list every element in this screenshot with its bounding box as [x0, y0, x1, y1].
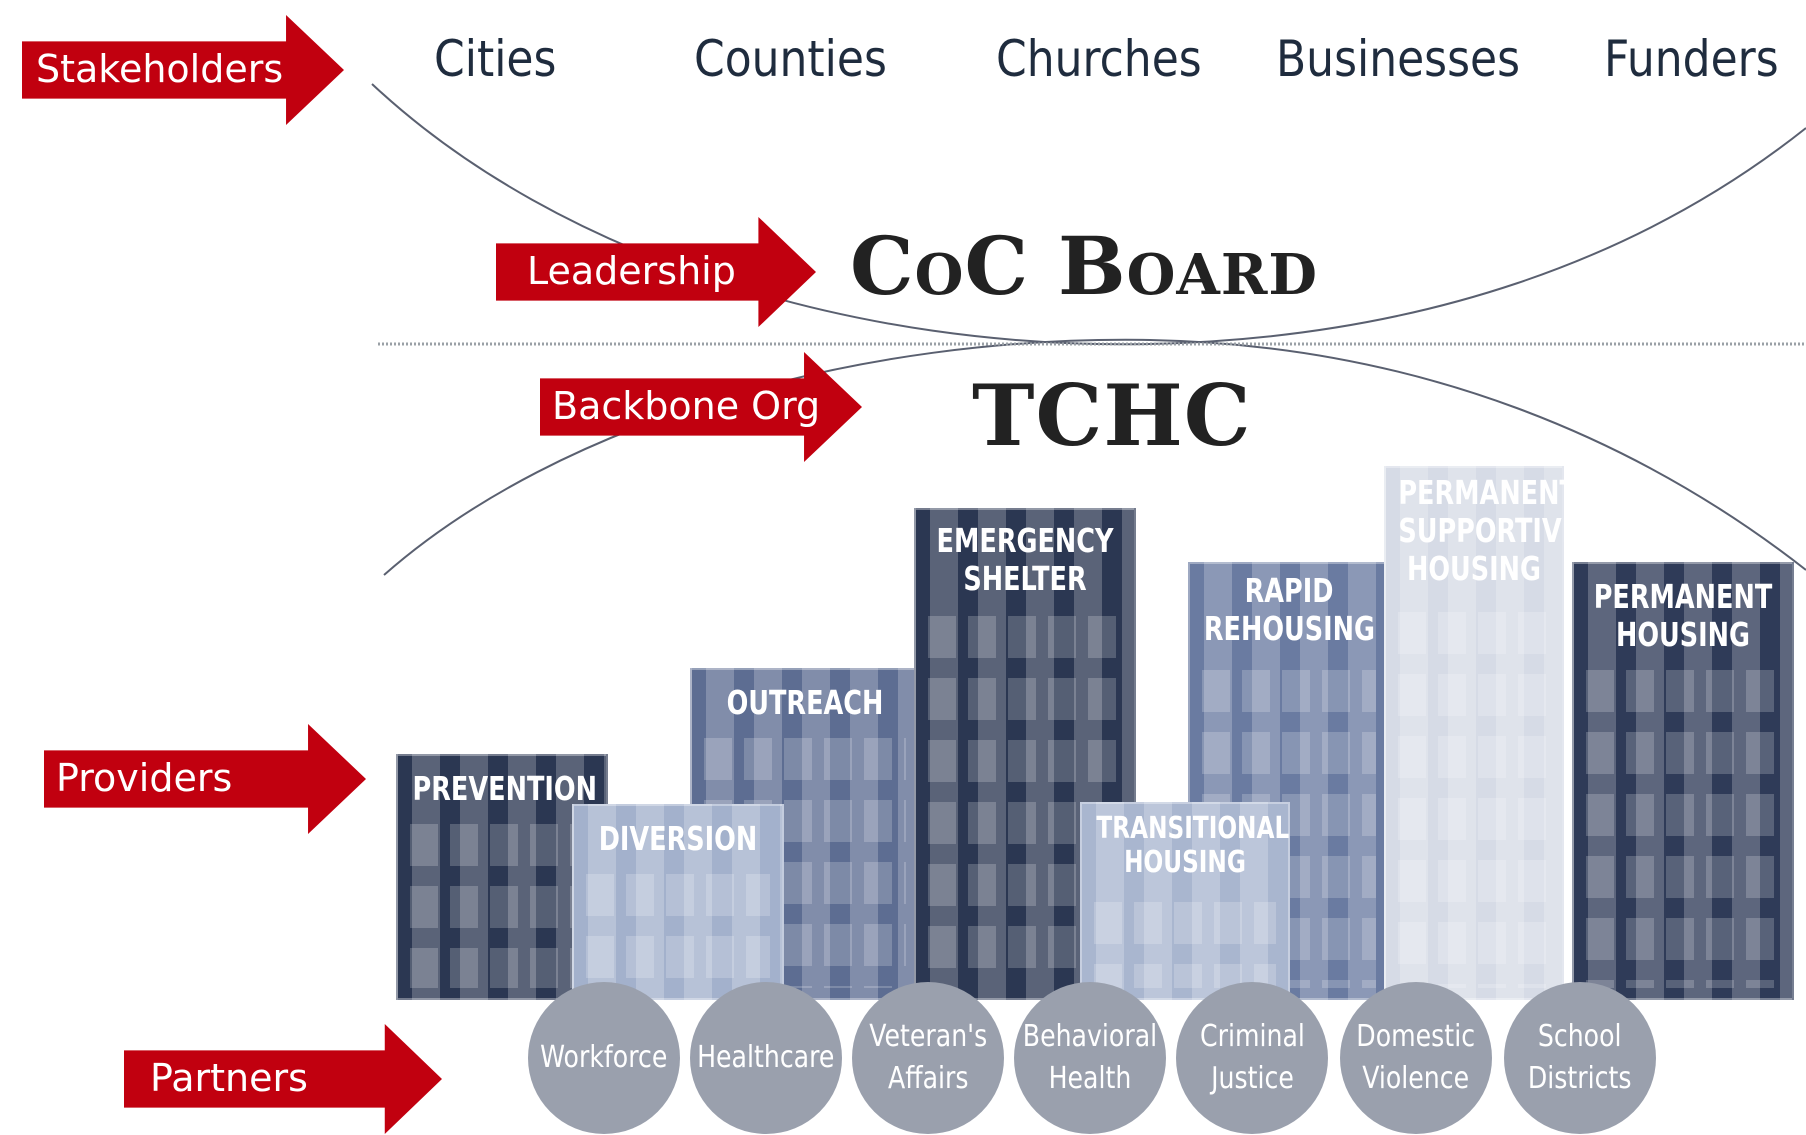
- building-permanent-housing: PERMANENT HOUSING: [1572, 562, 1794, 1000]
- permanent-housing-label: PERMANENT HOUSING: [1593, 577, 1773, 654]
- stakeholders-label: Stakeholders: [36, 47, 284, 91]
- building-prevention: PREVENTION: [396, 754, 608, 1000]
- diversion-label: DIVERSION: [598, 819, 758, 858]
- outreach-label: OUTREACH: [726, 683, 884, 722]
- building-windows: [1094, 902, 1276, 988]
- building-transitional-housing: TRANSITIONAL HOUSING: [1080, 802, 1290, 1000]
- leadership-label: Leadership: [527, 249, 736, 293]
- partner-criminal-justice: Criminal Justice: [1176, 982, 1328, 1134]
- partner-behavioral-health: Behavioral Health: [1014, 982, 1166, 1134]
- partners-label: Partners: [150, 1056, 308, 1100]
- building-windows: [586, 874, 770, 988]
- stakeholder-businesses: Businesses: [1276, 30, 1521, 88]
- rapid-rehousing-label: RAPID REHOUSING: [1203, 571, 1375, 648]
- stakeholder-churches: Churches: [996, 30, 1202, 88]
- emergency-shelter-label: EMERGENCY SHELTER: [936, 521, 1114, 598]
- building-windows: [410, 824, 594, 988]
- stakeholder-counties: Counties: [694, 30, 887, 88]
- stakeholder-funders: Funders: [1604, 30, 1779, 88]
- permanent-supportive-housing-label: PERMANENT SUPPORTIVE HOUSING: [1398, 473, 1580, 588]
- building-permanent-supportive-housing: PERMANENT SUPPORTIVE HOUSING: [1384, 466, 1580, 1000]
- stakeholder-cities: Cities: [434, 30, 557, 88]
- prevention-label: PREVENTION: [412, 769, 597, 808]
- partner-healthcare: Healthcare: [690, 982, 842, 1134]
- building-windows: [1398, 612, 1550, 988]
- building-windows: [1586, 670, 1780, 988]
- partner-veterans-affairs: Veteran's Affairs: [852, 982, 1004, 1134]
- partner-workforce: Workforce: [528, 982, 680, 1134]
- transitional-housing-label: TRANSITIONAL HOUSING: [1096, 811, 1290, 880]
- tchc-title: TCHC: [972, 366, 1252, 465]
- providers-label: Providers: [56, 756, 233, 800]
- lower-curve: [383, 338, 1806, 576]
- coc-board-title: CoC Board: [850, 219, 1318, 313]
- backbone-label: Backbone Org: [552, 384, 821, 428]
- partner-domestic-violence: Domestic Violence: [1340, 982, 1492, 1134]
- partner-school-districts: School Districts: [1504, 982, 1656, 1134]
- building-diversion: DIVERSION: [572, 804, 784, 1000]
